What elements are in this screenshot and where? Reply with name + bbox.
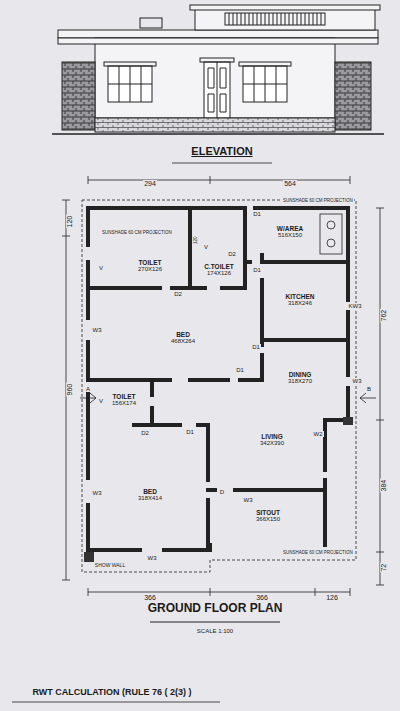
dimension: 366 bbox=[143, 594, 157, 601]
door-tag: D1 bbox=[185, 429, 195, 435]
window-tag: W3 bbox=[352, 378, 363, 384]
room-size: 156X174 bbox=[112, 400, 136, 407]
room-box: C.TOILET174X126 bbox=[204, 263, 234, 277]
room-size: 174X126 bbox=[204, 270, 234, 277]
room-size: 516X150 bbox=[277, 232, 303, 239]
dimension: 762 bbox=[380, 309, 387, 323]
plan-title: GROUND FLOOR PLAN bbox=[147, 602, 284, 615]
room-box: BED468X264 bbox=[171, 331, 195, 345]
door-tag: D2 bbox=[140, 430, 150, 436]
section-mark: A bbox=[85, 386, 91, 392]
window-tag: KW3 bbox=[347, 303, 362, 309]
door-tag: D2 bbox=[173, 291, 183, 297]
window-tag: W3 bbox=[92, 327, 103, 333]
view-title: ELEVATION bbox=[190, 146, 253, 158]
door-tag: D bbox=[219, 489, 225, 495]
note: SHOW WALL bbox=[94, 563, 126, 568]
room-name: BED bbox=[138, 488, 162, 495]
window-tag: V bbox=[98, 398, 104, 404]
room-box: TOILET156X174 bbox=[112, 393, 136, 407]
door-tag: D1 bbox=[252, 267, 262, 273]
dimension: 960 bbox=[66, 383, 73, 397]
room-box: DINING318X270 bbox=[288, 371, 312, 385]
room-name: KITCHEN bbox=[286, 293, 315, 300]
section-mark: B bbox=[366, 386, 372, 392]
room-box: TOILET270X126 bbox=[138, 259, 162, 273]
dimension: 384 bbox=[380, 479, 387, 493]
room-size: 318X414 bbox=[138, 495, 162, 502]
room-name: LIVING bbox=[260, 433, 284, 440]
dimension: 126 bbox=[325, 594, 339, 601]
window-tag: W3 bbox=[92, 490, 103, 496]
door-tag: D1 bbox=[235, 367, 245, 373]
room-box: LIVING342X390 bbox=[260, 433, 284, 447]
room-size: 318X270 bbox=[288, 378, 312, 385]
door-tag: D1 bbox=[251, 344, 261, 350]
room-size: 366X150 bbox=[256, 516, 280, 523]
room-size: 468X264 bbox=[171, 338, 195, 345]
room-box: KITCHEN318X246 bbox=[286, 293, 315, 307]
note: SUNSHADE 60 CM PROJECTION bbox=[282, 551, 354, 556]
room-size: 270X126 bbox=[138, 266, 162, 273]
window-tag: W3 bbox=[147, 555, 158, 561]
room-name: W/AREA bbox=[277, 225, 303, 232]
section-heading: RWT CALCULATION (RULE 76 ( 2(3) ) bbox=[31, 688, 192, 697]
room-box: W/AREA516X150 bbox=[277, 225, 303, 239]
note: SUNSHADE 60 CM PROJECTION bbox=[101, 231, 173, 236]
scale-note: SCALE 1:100 bbox=[196, 628, 234, 634]
window-tag: W3 bbox=[243, 497, 254, 503]
room-name: BED bbox=[171, 331, 195, 338]
room-name: TOILET bbox=[112, 393, 136, 400]
door-tag: D2 bbox=[227, 251, 237, 257]
room-box: SITOUT366X150 bbox=[256, 509, 280, 523]
dimension: 564 bbox=[283, 180, 297, 187]
dimension: 294 bbox=[143, 180, 157, 187]
room-name: SITOUT bbox=[256, 509, 280, 516]
room-box: BED318X414 bbox=[138, 488, 162, 502]
note: SUNSHADE 60 CM PROJECTION bbox=[282, 199, 354, 204]
room-size: 342X390 bbox=[260, 440, 284, 447]
window-tag: V bbox=[203, 244, 209, 250]
window-tag: V bbox=[98, 265, 104, 271]
room-name: C.TOILET bbox=[204, 263, 234, 270]
window-tag: W2 bbox=[313, 431, 324, 437]
room-name: DINING bbox=[288, 371, 312, 378]
dimension: 366 bbox=[255, 594, 269, 601]
dimension: 120 bbox=[66, 215, 73, 229]
dimension: 120 bbox=[195, 235, 200, 245]
room-size: 318X246 bbox=[286, 300, 315, 307]
door-tag: D1 bbox=[252, 211, 262, 217]
room-name: TOILET bbox=[138, 259, 162, 266]
dimension: 72 bbox=[380, 563, 387, 573]
